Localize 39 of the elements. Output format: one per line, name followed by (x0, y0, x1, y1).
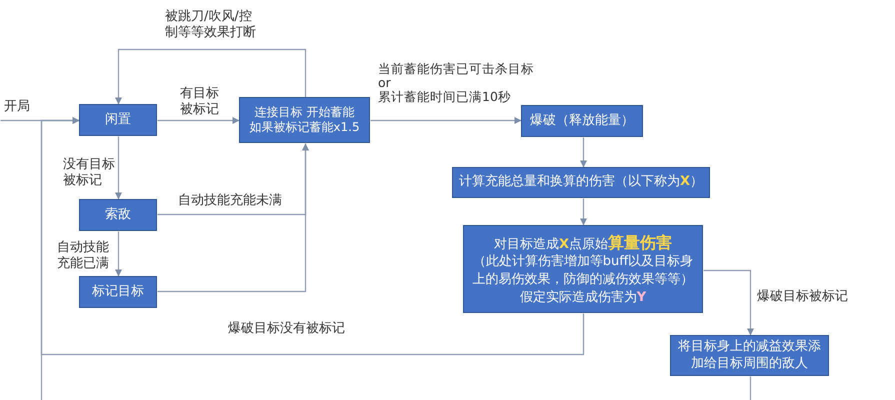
arrow (580, 198, 587, 226)
edge-label: 有目标被标记 (180, 86, 219, 118)
edge-label: 开局 (4, 99, 30, 116)
edge-label: 没有目标被标记 (63, 157, 115, 190)
box-text: 如果被标记蓄能x1.5 (249, 120, 360, 135)
arrow (158, 117, 240, 124)
box-text: 索敌 (105, 206, 131, 224)
arrow (40, 117, 80, 400)
process-box (239, 97, 370, 143)
process-box (79, 276, 157, 308)
process-box (79, 199, 157, 231)
box-text: 闲置 (105, 112, 131, 128)
process-box (521, 105, 643, 137)
box-text: 标记目标 (92, 284, 144, 300)
edge-label: 爆破目标被标记 (757, 289, 848, 306)
edge-label: 爆破目标没有被标记 (228, 321, 345, 338)
process-box (463, 225, 703, 313)
box-text: 连接目标 开始蓄能 (254, 105, 354, 120)
edge-label: 被跳刀/吹风/控制等等效果打断 (165, 9, 257, 42)
connector-line (750, 376, 752, 400)
arrow (115, 136, 122, 200)
arrow (115, 232, 122, 276)
box-text: 计算充能总量和换算的伤害（以下称为X） (458, 174, 704, 191)
edge-label: 当前蓄能伤害已可击杀目标 or 累计蓄能时间已满10秒 (378, 62, 534, 104)
box-text: 假定实际造成伤害为Y (520, 288, 646, 306)
process-box (670, 335, 829, 376)
arrow (158, 144, 309, 292)
arrow (580, 138, 587, 168)
process-box (79, 104, 157, 136)
process-box (452, 167, 710, 198)
box-text: 爆破（释放能量） (530, 112, 634, 130)
arrow (115, 48, 306, 104)
box-text: 对目标造成X点原始算量伤害 (494, 232, 672, 254)
edge-label: 自动技能充能已满 (57, 240, 109, 272)
box-text: （此处计算伤害增加等buff以及目标身上的易伤效果，防御的减伤效果等等） (472, 253, 694, 289)
arrow (704, 270, 754, 336)
edge-label: 自动技能充能未满 (178, 193, 282, 210)
arrow (370, 117, 522, 124)
box-text: 将目标身上的减益效果添加给目标周围的敌人 (677, 338, 822, 372)
